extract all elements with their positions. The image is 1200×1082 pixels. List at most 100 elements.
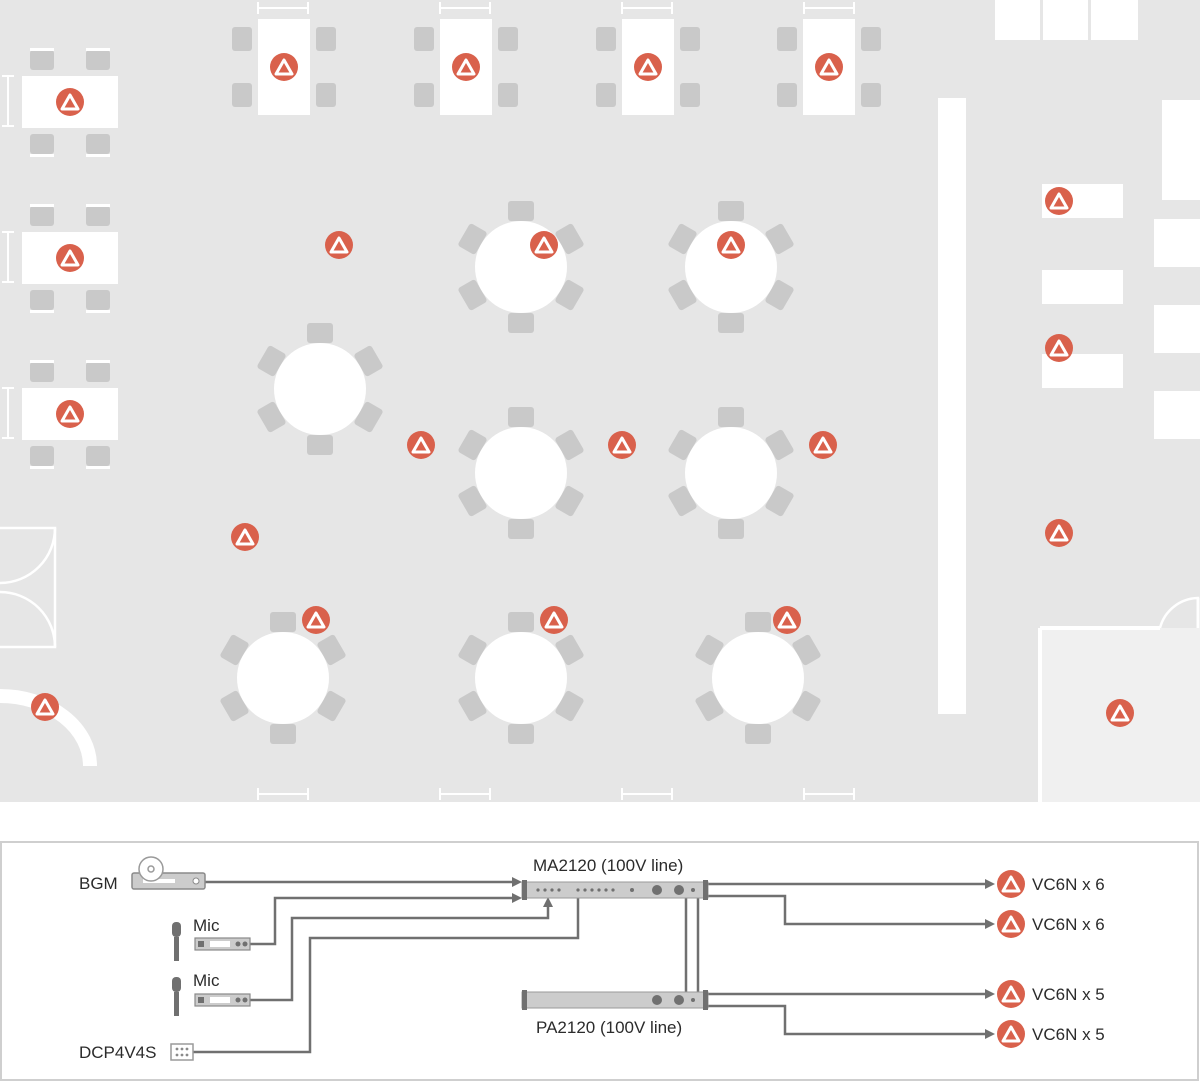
chair [30,446,54,466]
chair [316,27,336,51]
chair-back [86,154,110,157]
chair [458,485,487,517]
speaker-icon [997,980,1025,1008]
microphone-icon [172,977,181,1016]
mic2-label: Mic [193,971,220,990]
arrow-out-2 [985,919,995,929]
chair-back [30,154,54,157]
wall-segment [1091,0,1138,40]
cable-panel [193,898,580,1054]
chair-back [86,310,110,313]
round-table [237,632,329,724]
chair [777,27,797,51]
cable-out-2 [708,894,985,926]
wall-segment [995,0,1040,40]
chair [555,279,584,311]
chair [307,435,333,455]
chair-back [30,310,54,313]
arrow-mic1 [512,893,522,903]
ma2120-label: MA2120 (100V line) [533,856,683,875]
chair [270,724,296,744]
furniture-layer [0,0,1200,802]
cable-mic2 [250,905,550,1002]
speaker-icon [56,244,84,272]
wall-segment [1154,391,1200,439]
chair [317,634,346,666]
round-table [274,343,366,435]
chair [86,206,110,226]
mic1-label: Mic [193,916,220,935]
wall-segment [1162,100,1200,200]
chair [414,83,434,107]
speaker-icon [452,53,480,81]
chair [765,485,794,517]
chair [555,223,584,255]
chair [555,429,584,461]
chair [86,290,110,310]
chair [30,290,54,310]
chair [668,279,697,311]
speaker-icon [809,431,837,459]
speaker-icon [231,523,259,551]
cable-out-4 [708,1004,985,1036]
speaker-icon [325,231,353,259]
bar-counter [0,689,97,767]
pa2120-amplifier [521,990,709,1010]
chair-back [30,360,54,363]
chair [695,634,724,666]
floor-area [0,0,1200,802]
chair-back [86,466,110,469]
speaker-icon [270,53,298,81]
wall-segment [1042,270,1123,304]
speaker-icon [530,231,558,259]
chair-back [86,48,110,51]
chair [718,313,744,333]
mic-module-icon [194,937,251,951]
chair [30,206,54,226]
arrow-out-3 [985,989,995,999]
chair [508,612,534,632]
chair [458,429,487,461]
output-label-2: VC6N x 6 [1032,915,1105,934]
chair [718,519,744,539]
chair [508,313,534,333]
chair [745,612,771,632]
speaker-icon [1045,187,1073,215]
speaker-icon [302,606,330,634]
chair [695,690,724,722]
microphone-icon [172,922,181,961]
speaker-icon [31,693,59,721]
chair [458,279,487,311]
arrow-out-1 [985,879,995,889]
chair [596,27,616,51]
output-label-4: VC6N x 5 [1032,1025,1105,1044]
mic-module-icon [194,993,251,1007]
speaker-icon [540,606,568,634]
chair [745,724,771,744]
ma2120-amplifier [521,880,709,900]
arrow-bgm [512,877,522,887]
chair [765,223,794,255]
chair [508,201,534,221]
chair [596,83,616,107]
speaker-icon [56,88,84,116]
round-table [685,427,777,519]
chair [232,27,252,51]
output-label-1: VC6N x 6 [1032,875,1105,894]
speaker-icon [608,431,636,459]
speaker-icon [1045,334,1073,362]
chair [792,634,821,666]
chair [765,279,794,311]
chair [317,690,346,722]
speaker-icon [997,870,1025,898]
round-table [475,427,567,519]
chair [508,407,534,427]
chair [555,485,584,517]
pa2120-label: PA2120 (100V line) [536,1018,682,1037]
round-table [712,632,804,724]
chair [498,83,518,107]
wall-control-panel-icon [170,1043,194,1061]
speaker-icon [407,431,435,459]
chair [307,323,333,343]
speaker-icon [773,606,801,634]
